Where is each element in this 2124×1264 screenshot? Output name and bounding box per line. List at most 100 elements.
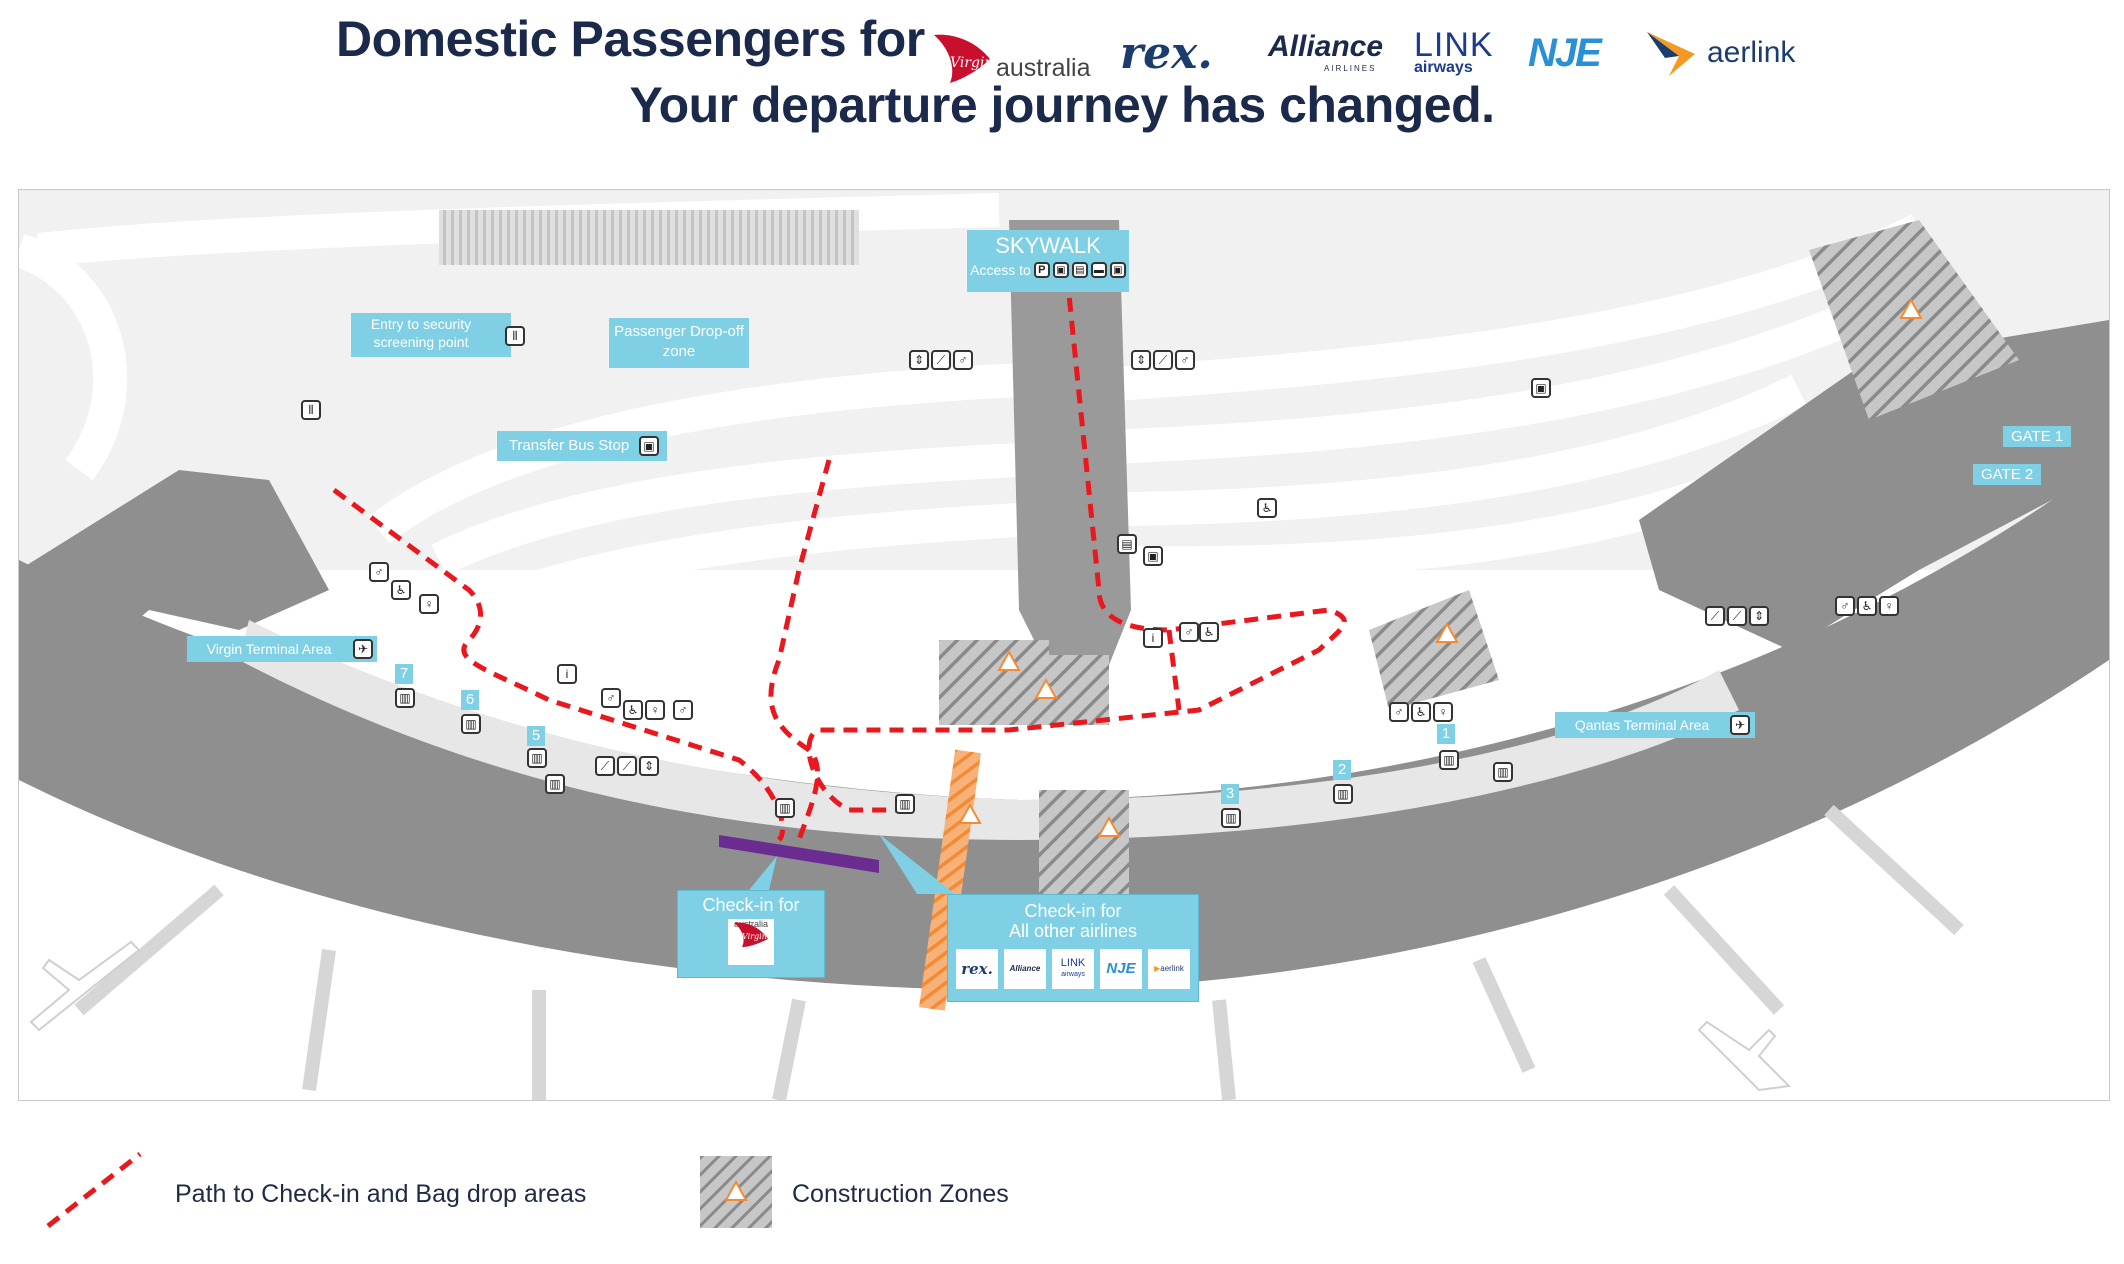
info-icon: i (557, 664, 577, 684)
others-checkin-subtitle: All other airlines (1008, 921, 1138, 941)
rail-track (439, 210, 859, 265)
gate-number: 5 (527, 726, 545, 746)
baggage-icon: ▥ (395, 688, 415, 708)
qantas-terminal-label: Qantas Terminal Area (1555, 712, 1755, 738)
virgin-terminal-label: Virgin Terminal Area (187, 636, 377, 662)
construction-zone (939, 655, 1109, 725)
baggage-icon: ▥ (895, 794, 915, 814)
svg-text:Virgin: Virgin (950, 55, 994, 71)
gate-1-label: GATE 1 (2003, 426, 2072, 447)
escalator-icon: ⟋ (617, 756, 637, 776)
shuttle-icon: ▣ (1109, 262, 1126, 278)
baggage-icon: ▥ (1493, 762, 1513, 782)
lift-icon: ⇕ (639, 756, 659, 776)
baggage-icon: ▥ (461, 714, 481, 734)
legend-path-label: Path to Check-in and Bag drop areas (175, 1180, 587, 1208)
accessible-icon: ♿ (1857, 596, 1877, 616)
escalator-icon: ⟋ (1705, 606, 1725, 626)
jet-bridges (74, 804, 1964, 1100)
nje-logo: NJE (1528, 30, 1602, 75)
escalator-icon: ⟋ (931, 350, 951, 370)
skywalk-callout: SKYWALK Access to P ▣ ▤ ▬ ▣ (967, 230, 1129, 292)
terminal-building (19, 460, 2109, 990)
transfer-bus-callout: Transfer Bus Stop (497, 431, 667, 461)
security-icon: ⫴ (505, 326, 525, 346)
virgin-logo-suffix: australia (996, 53, 1091, 82)
alliance-logo: Alliance AIRLINES (1268, 30, 1384, 73)
legend-construction-swatch (700, 1156, 772, 1228)
link-airways-logo: LINK airways (1414, 26, 1494, 76)
construction-zone (939, 640, 1049, 658)
alliance-logo-tile: Alliance (1004, 949, 1046, 989)
lift-icon: ⇕ (1131, 350, 1151, 370)
legend-path-swatch (46, 1152, 142, 1228)
dropoff-callout: Passenger Drop-off zone (609, 318, 749, 368)
virgin-logo-mark: Virgin (934, 34, 994, 83)
rex-logo-tile: rex. (956, 949, 998, 989)
warning-icon (958, 297, 1923, 837)
info-icon: i (1143, 628, 1163, 648)
toilets-icon: ♂ (1389, 702, 1409, 722)
qantas-wing (1639, 320, 2109, 650)
bus-icon: ▣ (639, 436, 659, 456)
toilets-icon: ♂ (369, 562, 389, 582)
security-icon: ⫴ (301, 400, 321, 420)
escalator-icon: ⟋ (595, 756, 615, 776)
lift-icon: ⇕ (1749, 606, 1769, 626)
baggage-icon: ▥ (1221, 808, 1241, 828)
legend-construction-label: Construction Zones (792, 1180, 1009, 1208)
toilets-icon: ♂ (1175, 350, 1195, 370)
baggage-icon: ▥ (775, 798, 795, 818)
toilets-icon: ♂ (953, 350, 973, 370)
parking-icon: P (1033, 262, 1050, 278)
checkin-path (332, 274, 1347, 842)
security-entry-callout: Entry to security screening point (351, 313, 511, 357)
gate-number: 2 (1333, 760, 1351, 780)
baggage-icon: ▥ (1439, 750, 1459, 770)
svg-text:Virgin: Virgin (742, 932, 767, 941)
taxi-icon: ▤ (1117, 534, 1137, 554)
virgin-callout-pointer (749, 856, 777, 890)
gate-2-label: GATE 2 (1973, 464, 2042, 485)
escalator-icon: ⟋ (1153, 350, 1173, 370)
terminal-map: SKYWALK Access to P ▣ ▤ ▬ ▣ Entry to sec… (18, 189, 2110, 1101)
construction-zone (1369, 590, 1499, 710)
nje-logo-tile: NJE (1100, 949, 1142, 989)
lift-icon: ⇕ (909, 350, 929, 370)
aerlink-logo-tile: ▶aerlink (1148, 949, 1190, 989)
baggage-icon: ▥ (527, 748, 547, 768)
gate-number: 6 (461, 690, 479, 710)
virgin-australia-logo: Virgin australia (930, 22, 1091, 92)
aerlink-logo: aerlink (1645, 18, 1795, 88)
virgin-checkin-counter (719, 835, 879, 873)
others-callout-pointer (879, 834, 955, 894)
toilets-icon: ♂ (601, 688, 621, 708)
toilets-icon: ♂ (1835, 596, 1855, 616)
departures-icon: ✈ (353, 639, 373, 659)
baggage-icon: ▥ (545, 774, 565, 794)
toilets-icon: ♂ (673, 700, 693, 720)
header-title-line2: Your departure journey has changed. (629, 77, 1495, 133)
concourse-landside (239, 620, 1739, 840)
baggage-icon: ▥ (1333, 784, 1353, 804)
departures-icon: ✈ (1730, 715, 1750, 735)
header-title-line1: Domestic Passengers for (336, 11, 925, 67)
accessible-icon: ♿ (391, 580, 411, 600)
aerlink-wing-icon (1647, 32, 1695, 76)
virgin-checkin-logo: Virgin australia (728, 919, 774, 965)
construction-zone (1809, 220, 2019, 420)
toilets-icon: ♀ (1879, 596, 1899, 616)
others-checkin-title: Check-in for (1024, 901, 1122, 921)
taxi-icon: ▤ (1071, 262, 1088, 278)
accessible-icon: ♿ (1257, 498, 1277, 518)
virgin-checkin-callout: Check-in for Virgin australia (677, 890, 825, 978)
toilets-icon: ♀ (419, 594, 439, 614)
aircraft-icon (29, 940, 1792, 1092)
rex-logo: rex. (1120, 27, 1213, 79)
skywalk-bridge (1009, 220, 1131, 690)
accessible-icon: ♿ (1411, 702, 1431, 722)
bus-icon: ▣ (1052, 262, 1069, 278)
others-checkin-callout: Check-in for All other airlines rex. All… (947, 894, 1199, 1002)
escalator-icon: ⟋ (1727, 606, 1747, 626)
